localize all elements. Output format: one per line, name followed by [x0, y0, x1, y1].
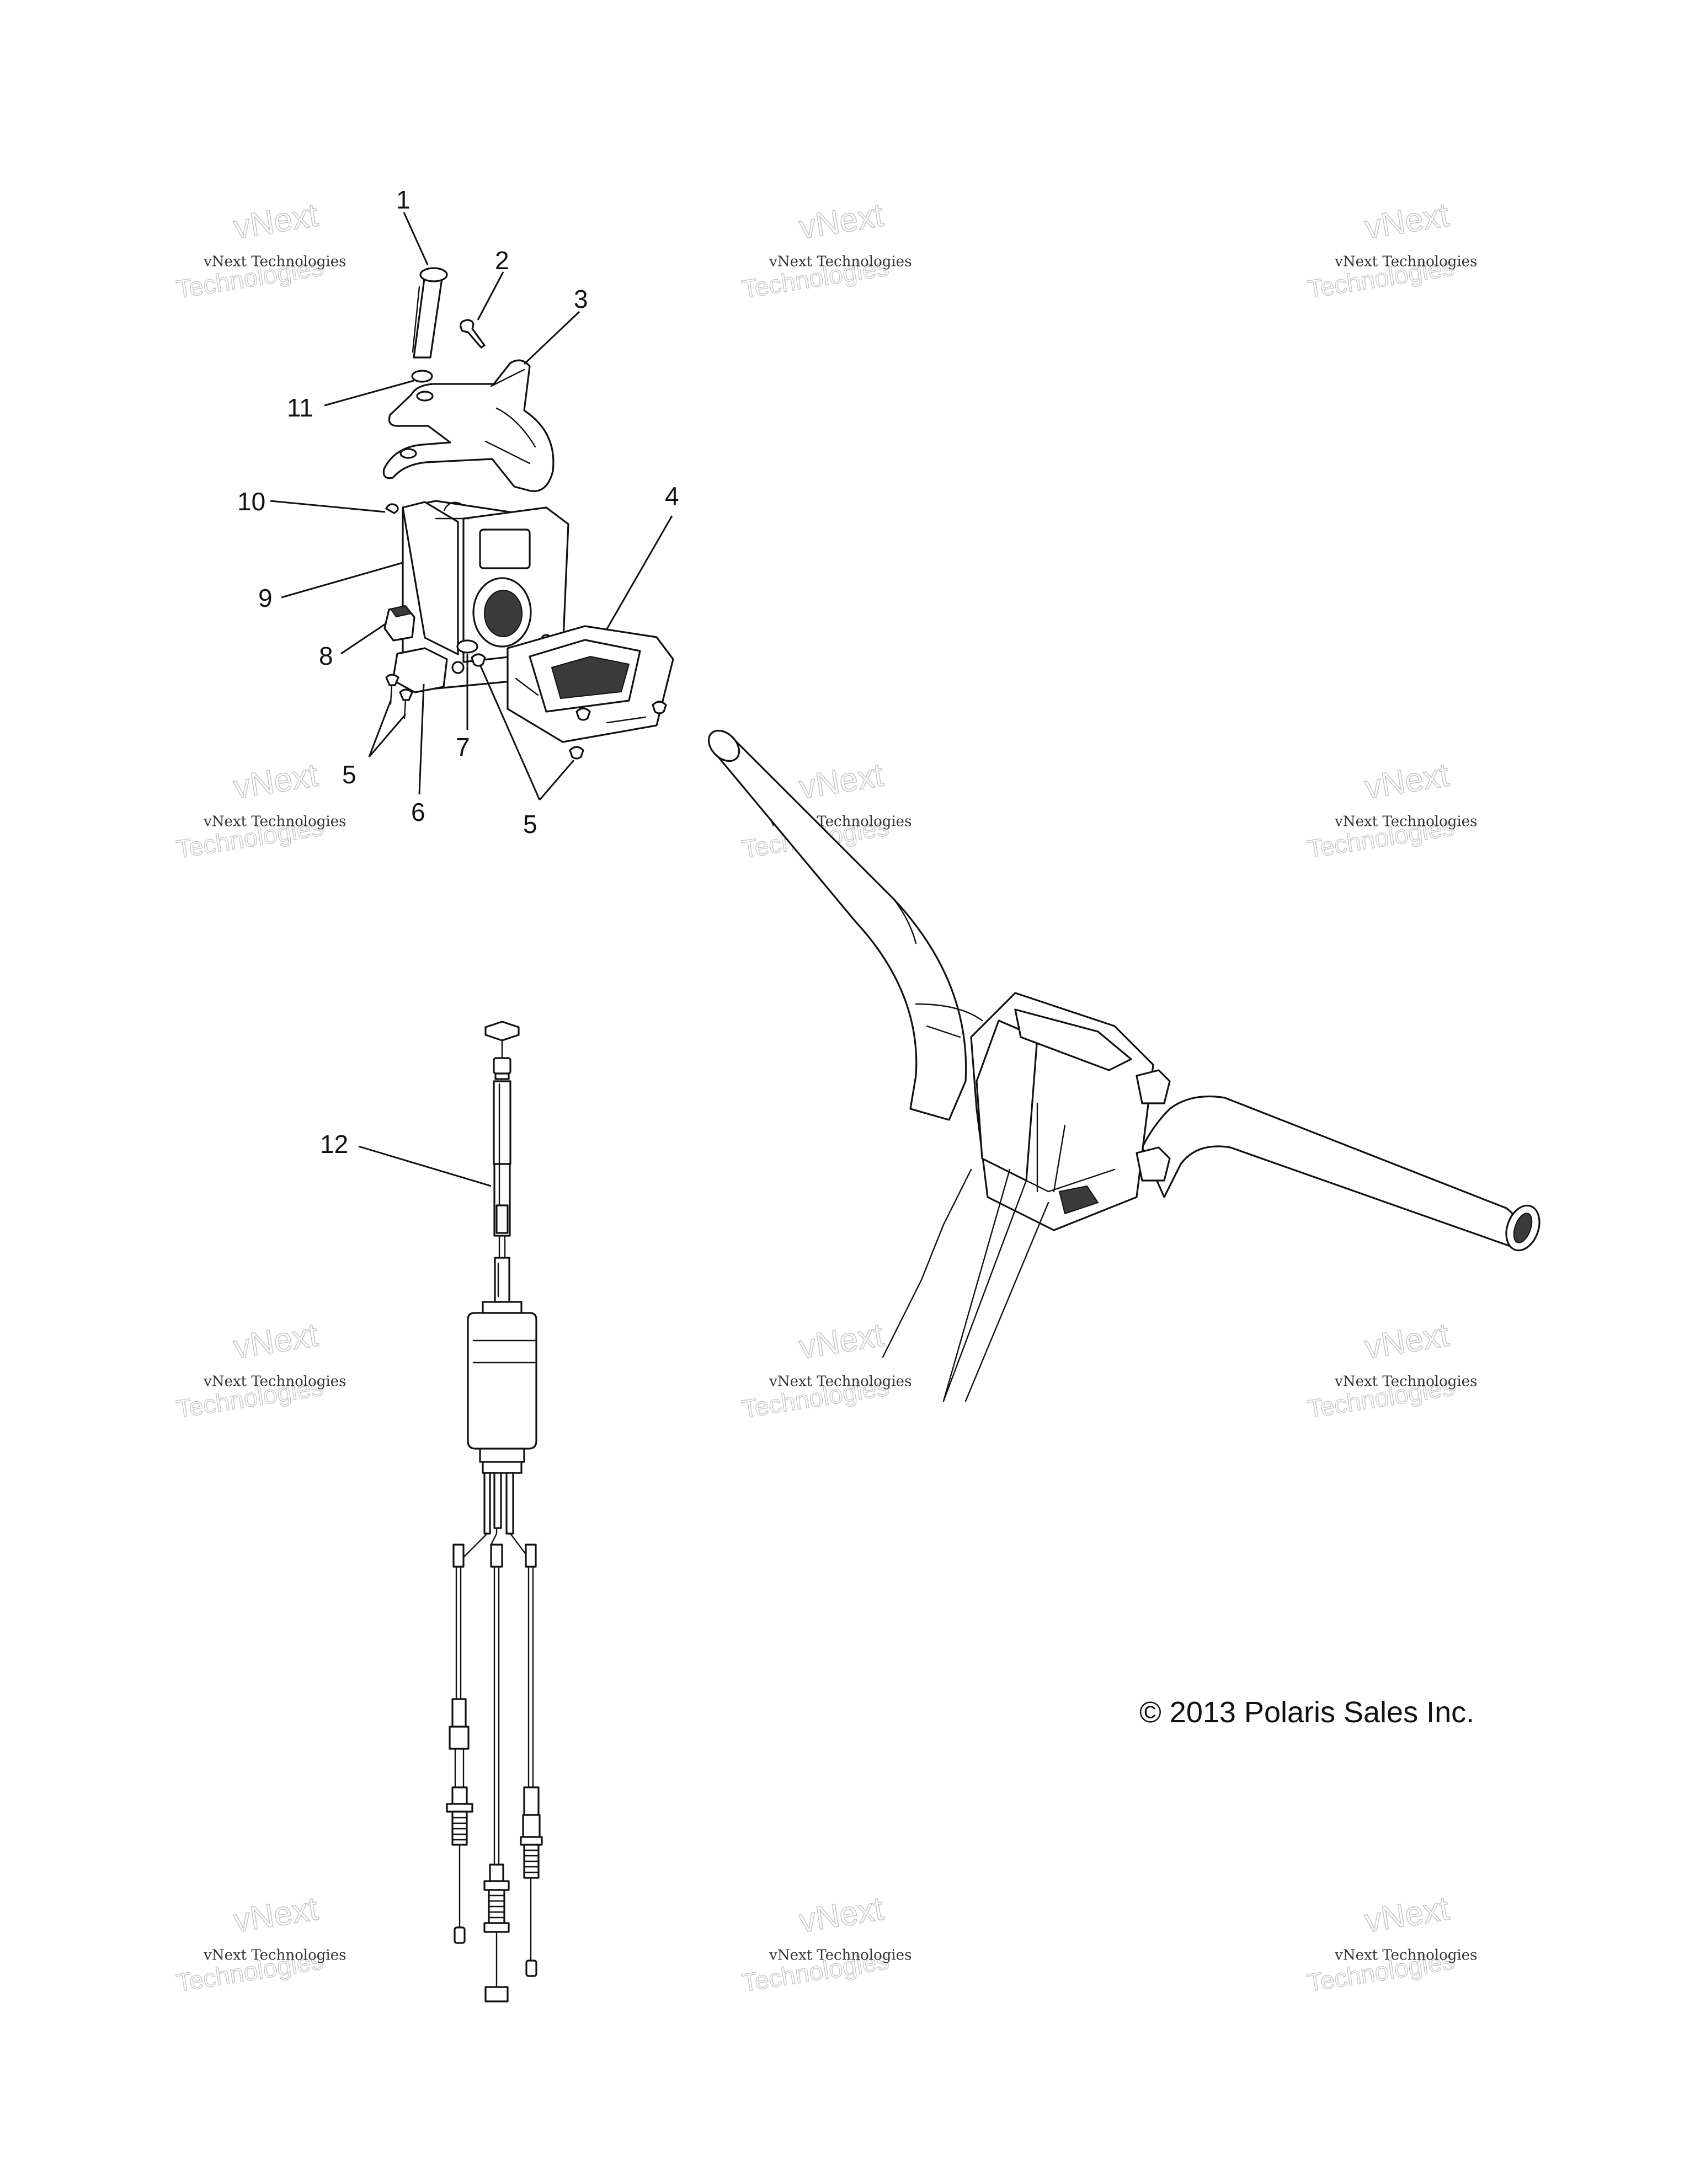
- watermark-brand: vNext: [1362, 1316, 1452, 1366]
- watermark-brand: vNext: [231, 1316, 321, 1366]
- watermark-brand: vNext: [1362, 756, 1452, 806]
- callout-10: 10: [237, 487, 265, 516]
- watermark-brand: vNext: [797, 1890, 886, 1940]
- callout-7: 7: [456, 733, 470, 761]
- watermark-text: vNext Technologies: [769, 1374, 912, 1390]
- callout-2: 2: [495, 246, 509, 275]
- callout-9: 9: [258, 584, 273, 612]
- part-12-cable-assembly: [446, 1021, 543, 2003]
- watermark-text: vNext Technologies: [1334, 254, 1477, 270]
- watermark-brand: vNext: [1362, 196, 1452, 246]
- part-9-switch-housing: [402, 500, 569, 691]
- watermark-text: vNext Technologies: [203, 254, 346, 270]
- leader-lines: [270, 212, 673, 1187]
- part-7-o-ring: [456, 639, 478, 654]
- part-10-clip: [385, 503, 399, 514]
- part-6-cover-plate: [392, 647, 448, 693]
- part-3-lever-bracket: [382, 359, 555, 492]
- callout-6: 6: [411, 798, 425, 826]
- callout-8: 8: [319, 642, 333, 670]
- watermark-text: vNext Technologies: [769, 1947, 912, 1964]
- handlebar-assembly: [707, 729, 1541, 1402]
- watermark-brand: vNext: [231, 756, 321, 806]
- watermark-text: vNext Technologies: [769, 254, 912, 270]
- part-4-switch-cover: [507, 625, 674, 743]
- watermark-text: vNext Technologies: [203, 1374, 346, 1390]
- watermark-text: vNext Technologies: [203, 1947, 346, 1964]
- callout-5-left: 5: [342, 760, 356, 789]
- watermark-brand: vNext: [797, 756, 886, 806]
- handlebar-switch-housing: [970, 992, 1171, 1231]
- copyright-notice: © 2013 Polaris Sales Inc.: [1139, 1696, 1474, 1729]
- watermark-text: vNext Technologies: [1334, 1947, 1477, 1964]
- callout-labels: 1 2 3 4 5 5 6 7 8 9 10 11 12: [237, 185, 679, 1158]
- part-8-plug: [383, 605, 415, 642]
- watermark-brand: vNext: [797, 196, 886, 246]
- callout-3: 3: [574, 285, 588, 313]
- part-11-washer: [411, 370, 433, 383]
- watermark-brand: vNext: [797, 1316, 886, 1366]
- part-1-pin: [412, 267, 448, 359]
- exploded-switch-assembly: [382, 267, 674, 760]
- callout-11: 11: [287, 393, 313, 422]
- part-2-clip: [460, 319, 486, 349]
- handlebar-right-tube: [1141, 1095, 1520, 1248]
- watermark-brand: vNext: [231, 196, 321, 246]
- callout-4: 4: [665, 482, 679, 510]
- watermark-brand: vNext: [231, 1890, 321, 1940]
- part-5-screws-right: [471, 653, 667, 760]
- watermark-brand: vNext: [1362, 1890, 1452, 1940]
- watermark-text: vNext Technologies: [203, 814, 346, 830]
- callout-5-right: 5: [523, 810, 537, 839]
- callout-1: 1: [396, 185, 411, 214]
- part-5-screws-left: [385, 674, 413, 719]
- watermark-text: vNext Technologies: [1334, 814, 1477, 830]
- watermark-text: vNext Technologies: [1334, 1374, 1477, 1390]
- callout-12: 12: [320, 1130, 348, 1158]
